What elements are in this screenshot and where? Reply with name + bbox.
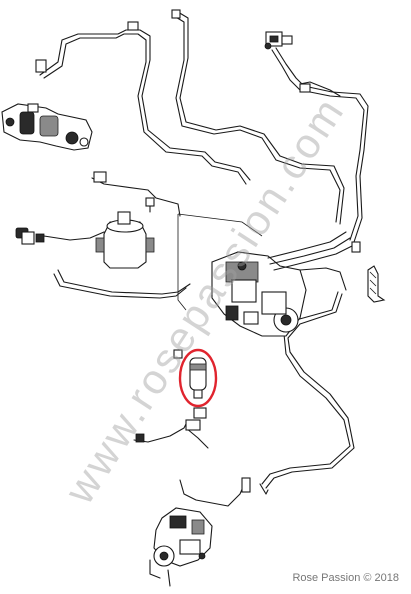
brake-lines [39, 11, 369, 507]
highlighted-valve [178, 348, 218, 408]
pressure-regulator [149, 507, 213, 587]
pressure-accumulator [95, 211, 155, 269]
master-cylinder [1, 103, 93, 151]
hydraulic-unit [211, 231, 353, 337]
pressure-switch [264, 31, 293, 50]
brake-line-bracket [15, 227, 45, 245]
highlight-circle [178, 348, 218, 408]
brake-line-fittings [35, 9, 361, 493]
copyright-label: Rose Passion © 2018 [292, 572, 399, 584]
brake-light-switch [367, 265, 386, 303]
